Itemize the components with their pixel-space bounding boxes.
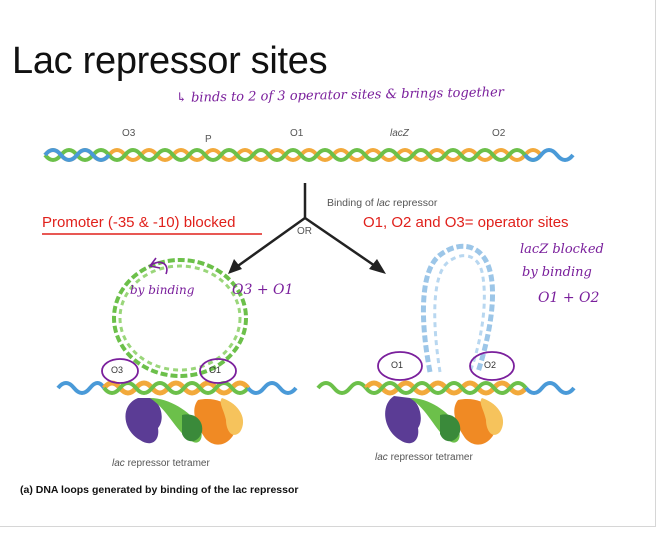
handwriting-by-binding-right: by binding <box>522 265 592 280</box>
promoter-note: Promoter (-35 & -10) blocked <box>42 214 236 231</box>
circle-label-right-o2: O2 <box>484 360 497 370</box>
label-o1: O1 <box>290 128 304 139</box>
tetramer-label-right: lac repressor tetramer <box>375 452 473 463</box>
handwriting-by-binding-left: by binding <box>130 283 195 297</box>
figure-caption: (a) DNA loops generated by binding of th… <box>20 484 299 496</box>
left-dna-loop <box>112 258 248 378</box>
handwriting-o3-o1: O3 + O1 <box>232 282 294 298</box>
left-bottom-dna <box>56 380 298 396</box>
label-o3: O3 <box>122 128 136 139</box>
operator-circles <box>101 257 515 384</box>
handwriting-o1-o2: O1 + O2 <box>538 290 600 306</box>
operator-note: O1, O2 and O3= operator sites <box>363 214 569 231</box>
label-o2: O2 <box>492 128 506 139</box>
binding-label: Binding of lac repressor <box>327 197 438 209</box>
circle-label-left-o1: O1 <box>209 365 222 375</box>
slide-title: Lac repressor sites <box>12 40 328 82</box>
branch-arrows <box>228 183 386 274</box>
slide-frame <box>0 0 656 527</box>
circle-label-left-o3: O3 <box>111 365 124 375</box>
top-dna-strand <box>43 148 575 162</box>
left-repressor-tetramer <box>125 398 244 445</box>
label-lacz: lacZ <box>390 128 409 139</box>
or-label: OR <box>297 226 312 237</box>
handwriting-lacz-blocked: lacZ blocked <box>520 242 604 257</box>
right-repressor-tetramer <box>385 396 504 445</box>
tetramer-label-left: lac repressor tetramer <box>112 458 210 469</box>
right-dna-loop <box>420 243 495 373</box>
label-p: P <box>205 134 212 145</box>
circle-label-right-o1: O1 <box>391 360 404 370</box>
right-bottom-dna <box>316 380 576 396</box>
